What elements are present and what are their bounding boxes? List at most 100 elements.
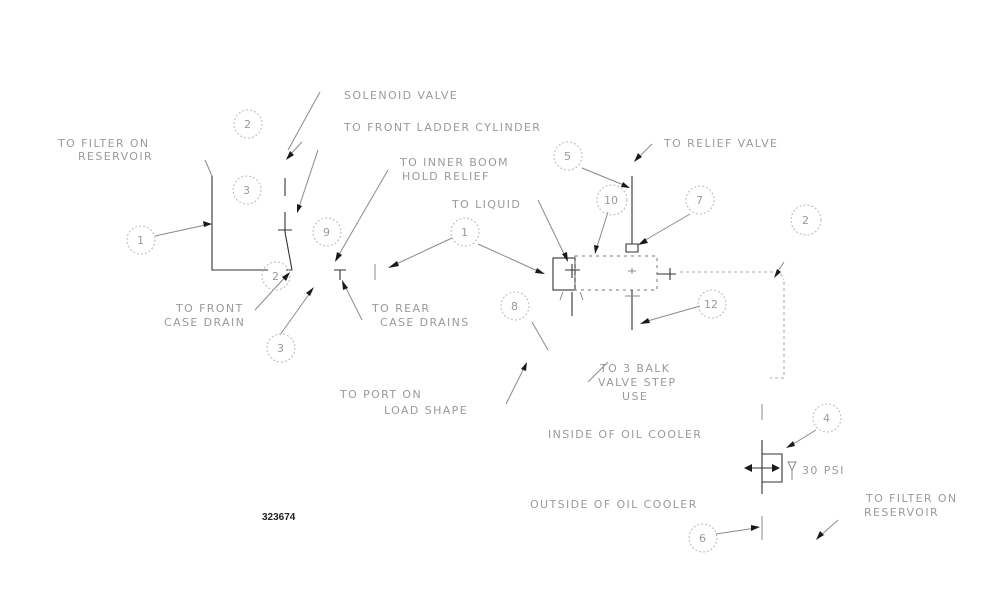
label-filter-reservoir-left: TO FILTER ON bbox=[57, 137, 150, 150]
leader-arrow bbox=[640, 318, 650, 324]
leader-line bbox=[643, 305, 701, 323]
leader-arrow bbox=[774, 269, 781, 278]
leader-line bbox=[477, 243, 541, 273]
cooler-return-pipe bbox=[770, 282, 785, 379]
valve-drain-stub bbox=[571, 290, 633, 330]
callout-number: 8 bbox=[511, 300, 518, 313]
callout-number: 1 bbox=[137, 234, 144, 247]
leader-arrow bbox=[521, 362, 527, 371]
leader-line bbox=[715, 527, 757, 535]
leader-line bbox=[531, 321, 549, 351]
leader-arrow bbox=[638, 238, 648, 245]
label-inside-cooler: INSIDE OF OIL COOLER bbox=[548, 428, 702, 441]
figure-id: 323674 bbox=[262, 512, 296, 523]
flow-arrow-left bbox=[744, 464, 752, 472]
label-port-on-2: LOAD SHAPE bbox=[384, 404, 468, 417]
callout-4: 4 bbox=[812, 403, 842, 433]
label-front-case-drain-2: CASE DRAIN bbox=[164, 316, 245, 329]
callout-2-c: 2 bbox=[790, 204, 822, 236]
label-inner-boom-2: HOLD RELIEF bbox=[402, 170, 490, 183]
leader-arrow bbox=[786, 441, 795, 448]
leader-line bbox=[343, 283, 363, 321]
leader-line bbox=[254, 273, 289, 311]
label-solenoid-valve: SOLENOID VALVE bbox=[344, 89, 458, 102]
callout-12: 12 bbox=[697, 289, 727, 319]
callout-number: 7 bbox=[696, 194, 703, 207]
callout-2-a: 2 bbox=[233, 109, 263, 139]
callout-number: 4 bbox=[823, 412, 830, 425]
label-outside-cooler: OUTSIDE OF OIL COOLER bbox=[530, 498, 698, 511]
callout-8: 8 bbox=[500, 291, 530, 321]
leader-line bbox=[587, 361, 609, 383]
leader-arrow bbox=[634, 153, 642, 162]
leader-arrow bbox=[335, 252, 342, 262]
relief-valve-body bbox=[552, 257, 576, 291]
callout-3-a: 3 bbox=[232, 175, 262, 205]
leader-arrow bbox=[286, 151, 294, 160]
rear-drain-pipe bbox=[334, 269, 346, 280]
leader-arrow bbox=[282, 272, 290, 281]
callout-number: 6 bbox=[699, 532, 706, 545]
leader-arrow bbox=[306, 287, 314, 296]
leader-line bbox=[505, 365, 526, 405]
callout-9: 9 bbox=[312, 217, 342, 247]
leader-arrow bbox=[203, 221, 212, 227]
leader-arrow bbox=[751, 525, 760, 531]
leader-line bbox=[287, 91, 321, 151]
leader-line bbox=[537, 199, 567, 259]
leader-line bbox=[641, 213, 691, 243]
valve-pressure-port bbox=[565, 264, 580, 278]
cooler-feed-pipe bbox=[680, 271, 785, 281]
label-filter-reservoir-right: TO FILTER ON bbox=[865, 492, 958, 505]
valve-mount-bracket bbox=[559, 291, 640, 301]
leader-line bbox=[336, 169, 389, 259]
callout-5: 5 bbox=[553, 141, 583, 171]
valve-internal-port bbox=[628, 268, 636, 274]
leader-arrow bbox=[562, 252, 568, 262]
label-front-ladder-cylinder: TO FRONT LADDER CYLINDER bbox=[343, 121, 541, 134]
flow-arrow-right bbox=[772, 464, 780, 472]
callout-number: 3 bbox=[243, 184, 250, 197]
callout-number: 2 bbox=[244, 118, 251, 131]
leader-line bbox=[279, 289, 313, 336]
leader-arrow bbox=[621, 182, 630, 188]
leader-line bbox=[595, 211, 609, 251]
label-check-back: TO 3 BALK bbox=[599, 362, 670, 375]
callout-number: 9 bbox=[323, 226, 330, 239]
callout-2-b: 2 bbox=[261, 261, 291, 291]
label-inner-boom: TO INNER BOOM bbox=[399, 156, 509, 169]
callout-number: 1 bbox=[461, 226, 468, 239]
callout-3-b: 3 bbox=[266, 333, 296, 363]
leader-arrow bbox=[388, 261, 399, 268]
label-rear-drains-2: CASE DRAINS bbox=[380, 316, 470, 329]
label-port-on: TO PORT ON bbox=[339, 388, 422, 401]
callout-number: 2 bbox=[272, 270, 279, 283]
leader-arrow bbox=[535, 268, 545, 274]
valve-outlet-pipe bbox=[657, 268, 676, 280]
leader-arrow bbox=[297, 204, 302, 213]
valve-manifold bbox=[278, 212, 293, 271]
callout-6: 6 bbox=[688, 523, 718, 553]
callout-number: 3 bbox=[277, 342, 284, 355]
leader-arrow bbox=[594, 245, 599, 254]
leader-line bbox=[789, 429, 817, 447]
label-filter-reservoir-right-2: RESERVOIR bbox=[864, 506, 939, 519]
callout-number: 2 bbox=[802, 214, 809, 227]
callout-1-b: 1 bbox=[450, 217, 480, 247]
label-rear-drains: TO REAR bbox=[371, 302, 430, 315]
leader-line bbox=[154, 223, 211, 237]
leader-line bbox=[581, 167, 627, 187]
label-filter-reservoir-left-2: RESERVOIR bbox=[78, 150, 153, 163]
left-return-hook bbox=[204, 159, 213, 177]
callout-1-a: 1 bbox=[126, 225, 156, 255]
label-to-liquid: TO LIQUID bbox=[451, 198, 521, 211]
label-psi: 30 PSI bbox=[802, 464, 845, 477]
label-front-case-drain: TO FRONT bbox=[175, 302, 244, 315]
callout-7: 7 bbox=[685, 185, 715, 215]
main-valve-body bbox=[574, 255, 658, 291]
check-valve-spring bbox=[787, 461, 797, 480]
leader-line bbox=[297, 149, 319, 211]
left-return-pipe bbox=[211, 176, 268, 271]
label-check-back-2: VALVE STEP bbox=[598, 376, 677, 389]
